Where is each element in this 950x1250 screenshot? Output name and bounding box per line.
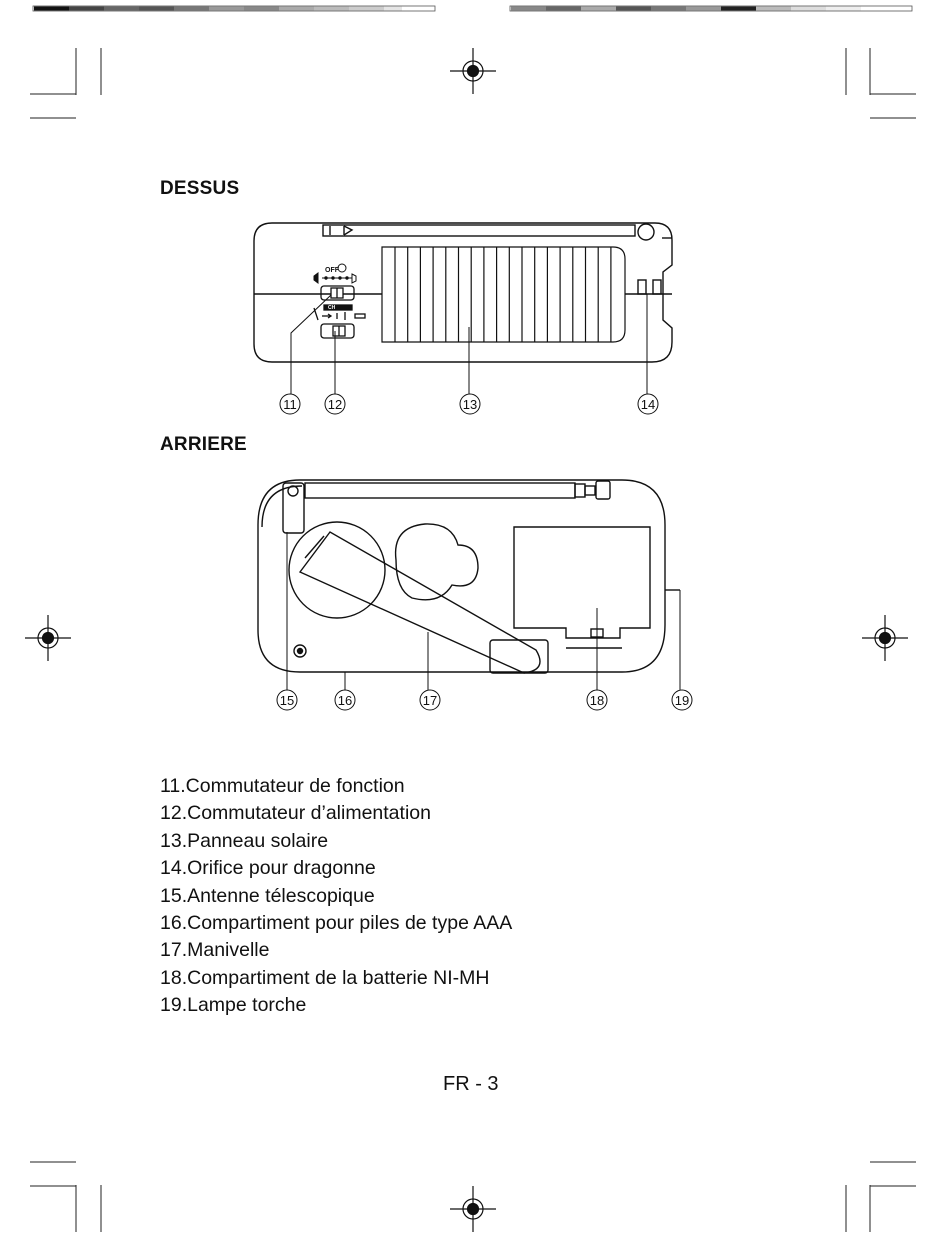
callout-15: 15 (280, 693, 294, 708)
registration-mark-bottom (450, 1186, 496, 1232)
callout-17: 17 (423, 693, 437, 708)
callout-19: 19 (675, 693, 689, 708)
page-number: FR - 3 (443, 1073, 499, 1096)
legend-item: 13.Panneau solaire (160, 828, 512, 855)
switch-label-mode: CH (328, 305, 336, 311)
section-title-top: DESSUS (160, 178, 239, 200)
legend-item: 16.Compartiment pour piles de type AAA (160, 910, 512, 937)
callout-14: 14 (641, 397, 655, 412)
legend-item: 17.Manivelle (160, 937, 512, 964)
legend-item: 14.Orifice pour dragonne (160, 855, 512, 882)
strap-hole-1 (638, 280, 646, 294)
nimh-compartment (514, 527, 650, 638)
callout-13: 13 (463, 397, 477, 412)
legend-item: 12.Commutateur d’alimentation (160, 800, 512, 827)
callout-16: 16 (338, 693, 352, 708)
radio-body-top (254, 223, 672, 362)
top-view-diagram: OFF CH 11 12 13 14 (240, 215, 690, 420)
callout-18: 18 (590, 693, 604, 708)
legend-item: 18.Compartiment de la batterie NI-MH (160, 965, 512, 992)
legend-item: 11.Commutateur de fonction (160, 773, 512, 800)
back-view-diagram: 15 16 17 18 19 (255, 470, 700, 715)
antenna-back (305, 483, 575, 498)
registration-mark-right (862, 615, 908, 661)
antenna-top (323, 225, 635, 236)
strap-hole-2 (653, 280, 661, 294)
solar-panel (382, 247, 625, 342)
callout-12: 12 (328, 397, 342, 412)
callout-11: 11 (283, 397, 297, 412)
registration-mark-top (450, 48, 496, 94)
color-bar-right (510, 6, 912, 11)
registration-mark-left (25, 615, 71, 661)
antenna-hinge (283, 483, 304, 533)
legend-item: 19.Lampe torche (160, 992, 512, 1019)
crank-rest (396, 524, 478, 600)
crank-handle[interactable] (300, 532, 540, 673)
radio-body-back (258, 480, 665, 672)
color-bar-left (33, 6, 435, 11)
section-title-back: ARRIERE (160, 434, 247, 456)
parts-legend: 11.Commutateur de fonction 12.Commutateu… (160, 773, 512, 1020)
legend-item: 15.Antenne télescopique (160, 883, 512, 910)
